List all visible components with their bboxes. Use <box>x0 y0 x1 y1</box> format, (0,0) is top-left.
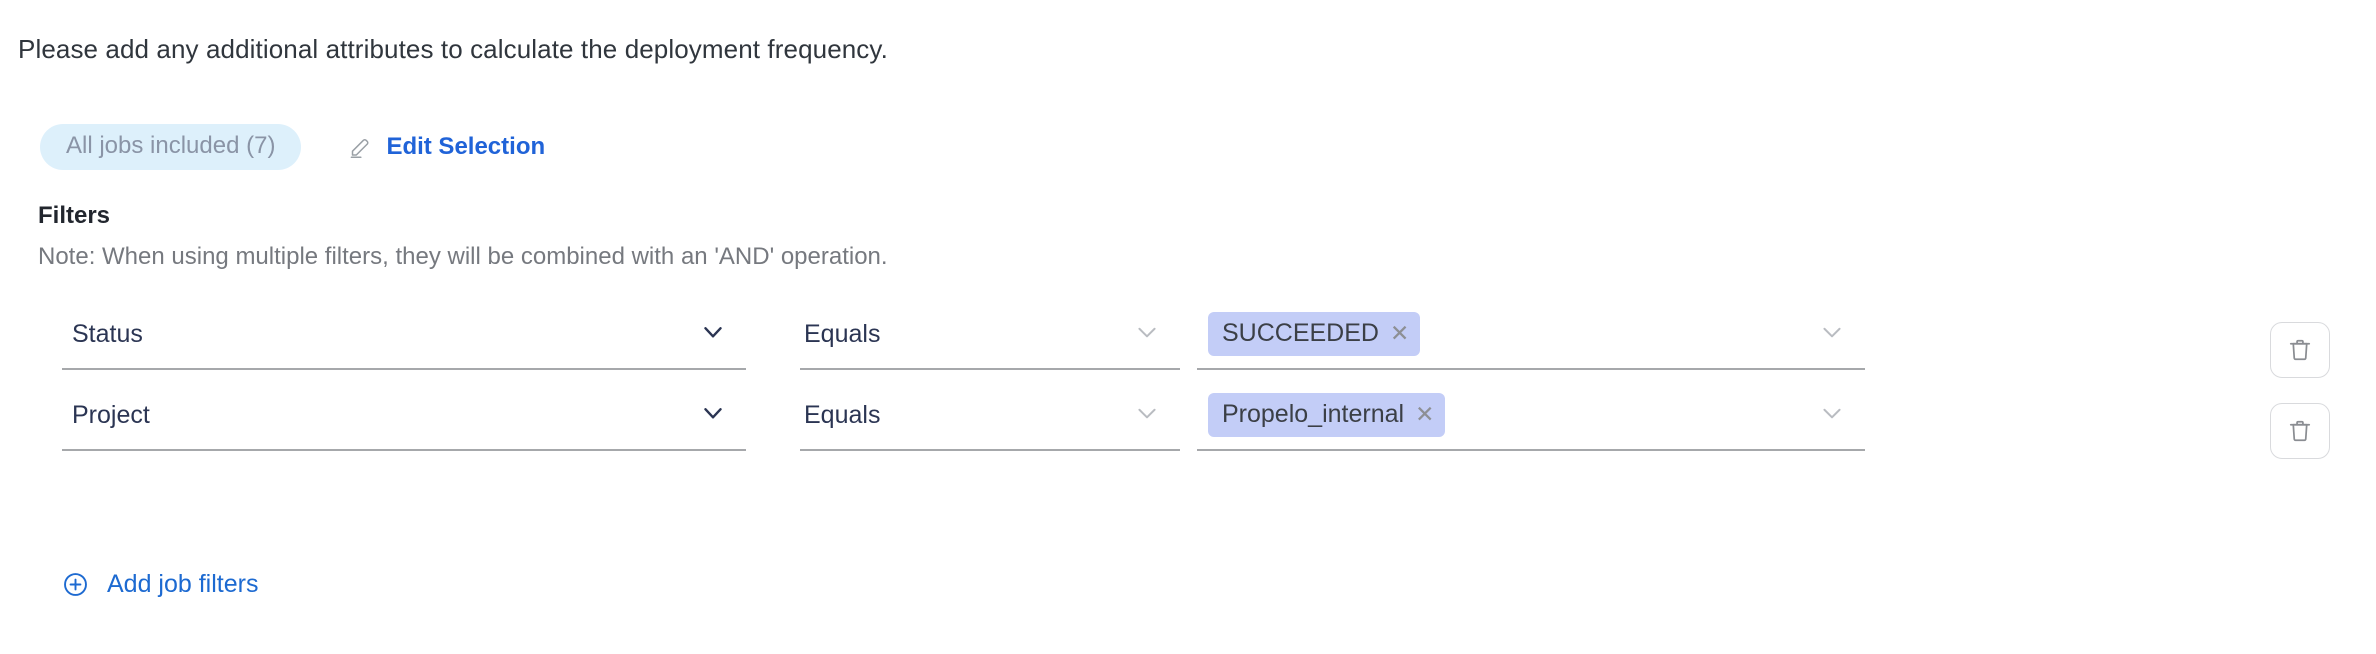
jobs-included-badge: All jobs included (7) <box>40 124 302 170</box>
pencil-icon <box>349 135 373 159</box>
filter-operator-value: Equals <box>804 401 881 429</box>
filter-attribute-select[interactable]: Status <box>62 300 746 370</box>
plus-circle-icon <box>62 571 89 598</box>
chevron-down-icon <box>1819 319 1865 350</box>
filter-value-chip[interactable]: SUCCEEDED ✕ <box>1208 312 1421 356</box>
filter-attribute-value: Status <box>72 320 143 348</box>
chevron-down-icon <box>1134 400 1180 431</box>
add-job-filters-button[interactable]: Add job filters <box>62 570 258 598</box>
selection-summary-row: All jobs included (7) Edit Selection <box>40 124 545 170</box>
filter-row: Status Equals SUCCEEDED ✕ <box>0 300 2376 380</box>
chevron-down-icon <box>700 319 746 350</box>
chevron-down-icon <box>1134 319 1180 350</box>
filters-note: Note: When using multiple filters, they … <box>38 243 888 270</box>
filter-row: Project Equals Propelo_internal ✕ <box>0 381 2376 461</box>
close-icon[interactable]: ✕ <box>1389 319 1410 346</box>
chevron-down-icon <box>700 400 746 431</box>
delete-filter-button[interactable] <box>2270 403 2330 459</box>
edit-selection-label: Edit Selection <box>386 133 546 160</box>
filter-attribute-value: Project <box>72 401 150 429</box>
trash-icon <box>2287 337 2313 363</box>
trash-icon <box>2287 418 2313 444</box>
page-description: Please add any additional attributes to … <box>18 34 888 64</box>
filter-value-chip-label: Propelo_internal <box>1222 400 1405 428</box>
delete-filter-button[interactable] <box>2270 322 2330 378</box>
filter-operator-select[interactable]: Equals <box>800 381 1180 451</box>
filter-operator-select[interactable]: Equals <box>800 300 1180 370</box>
filter-value-chip-label: SUCCEEDED <box>1222 319 1379 347</box>
edit-selection-button[interactable]: Edit Selection <box>349 134 545 160</box>
filter-value-chip[interactable]: Propelo_internal ✕ <box>1208 393 1446 437</box>
filter-operator-value: Equals <box>804 320 881 348</box>
filter-value-select[interactable]: Propelo_internal ✕ <box>1197 381 1865 451</box>
chevron-down-icon <box>1819 400 1865 431</box>
filter-value-select[interactable]: SUCCEEDED ✕ <box>1197 300 1865 370</box>
filter-attribute-select[interactable]: Project <box>62 381 746 451</box>
add-job-filters-label: Add job filters <box>107 570 259 598</box>
filters-heading: Filters <box>38 202 111 229</box>
close-icon[interactable]: ✕ <box>1415 400 1435 427</box>
